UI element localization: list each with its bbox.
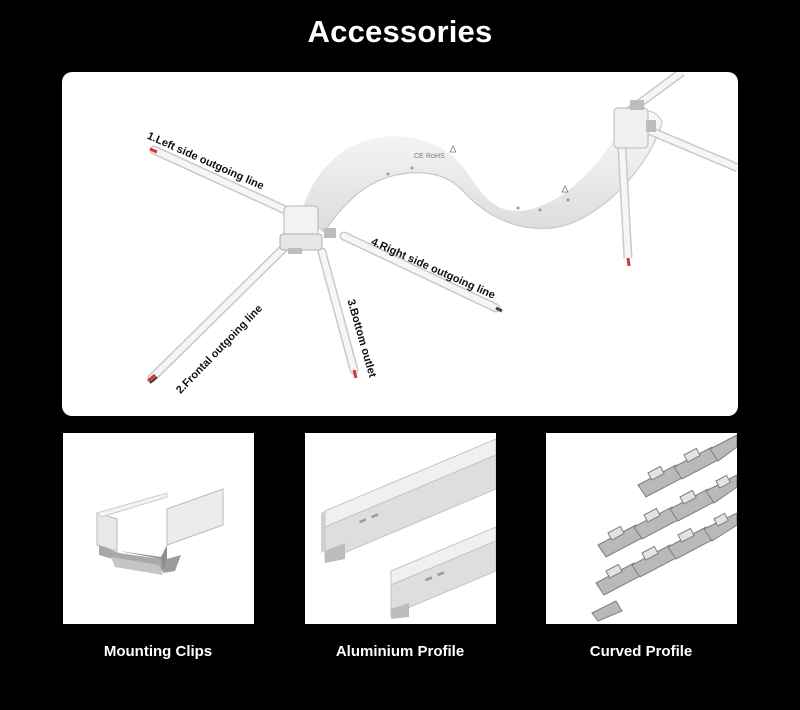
- neon-strip-ribbon: CE RoHS: [298, 110, 663, 233]
- aluminium-profile-caption: Aluminium Profile: [335, 643, 465, 660]
- bottom-outlet-cable: [317, 247, 359, 379]
- right-outgoing-cable: [339, 231, 503, 313]
- end-cap-connector: [279, 205, 336, 254]
- right-end-connector: [613, 72, 738, 267]
- ce-mark: CE: [414, 153, 424, 160]
- curved-profile-caption: Curved Profile: [589, 643, 693, 660]
- page-title: Accessories: [307, 14, 493, 49]
- left-outgoing-cable: [149, 145, 299, 219]
- curved-profile-image: [546, 433, 737, 624]
- hero-image-panel: CE RoHS 1.Left side outgoing line 2.F: [62, 72, 738, 416]
- mounting-clips-caption: Mounting Clips: [103, 643, 213, 660]
- frontal-outgoing-cable: [147, 239, 293, 384]
- warning-triangle-icon: [449, 145, 457, 153]
- aluminium-profile-illustration: [321, 438, 496, 619]
- mounting-clip-illustration: [96, 488, 224, 575]
- neon-strip-illustration: CE RoHS: [147, 72, 738, 384]
- mounting-clips-image: [63, 433, 254, 624]
- aluminium-profile-image: [305, 433, 496, 624]
- curved-profile-clips-illustration: [591, 434, 737, 622]
- rohs-mark: RoHS: [426, 153, 445, 160]
- warning-triangle-icon: [561, 185, 569, 193]
